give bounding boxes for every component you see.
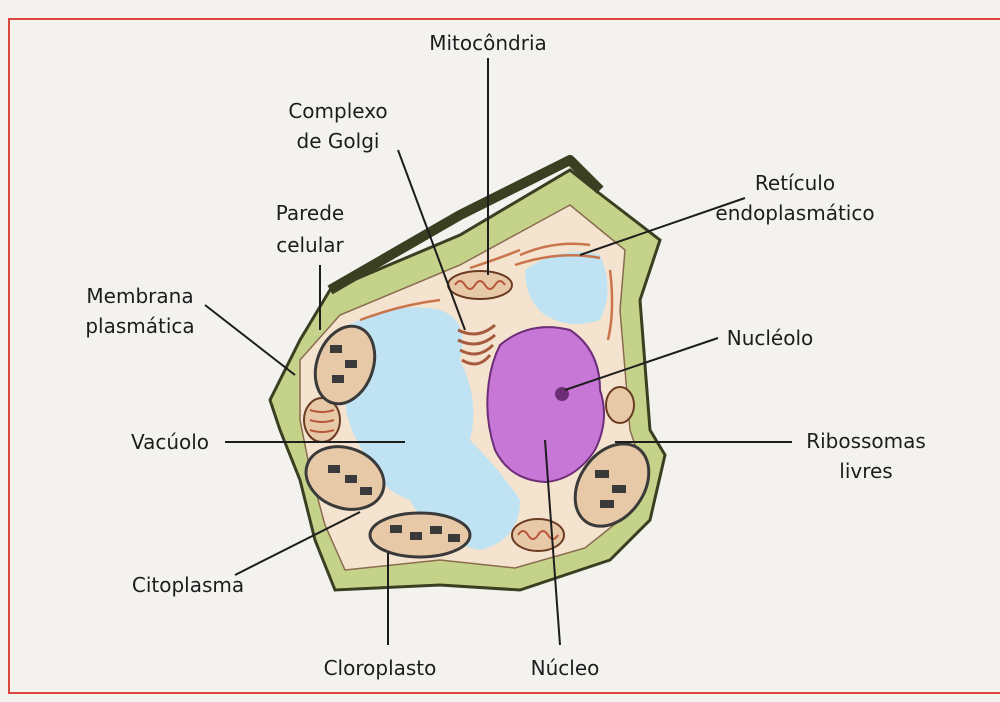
label-cloroplasto: Cloroplasto: [324, 656, 437, 680]
label-complexo-golgi-line1: Complexo: [288, 99, 387, 123]
label-parede-line1: Parede: [276, 201, 345, 225]
label-reticulo-line2: endoplasmático: [715, 201, 874, 225]
label-complexo-golgi-line2: de Golgi: [297, 129, 380, 153]
label-mitocondria: Mitocôndria: [429, 31, 547, 55]
label-ribossomas-line2: livres: [839, 459, 892, 483]
label-ribossomas-line1: Ribossomas: [806, 429, 926, 453]
label-membrana-line1: Membrana: [86, 284, 193, 308]
label-nucleolo: Nucléolo: [727, 326, 814, 350]
label-citoplasma: Citoplasma: [132, 573, 244, 597]
label-reticulo-line1: Retículo: [755, 171, 835, 195]
label-vacuolo: Vacúolo: [131, 430, 209, 454]
label-parede-line2: celular: [276, 233, 344, 257]
label-nucleo: Núcleo: [531, 656, 600, 680]
label-membrana-line2: plasmática: [85, 314, 194, 338]
